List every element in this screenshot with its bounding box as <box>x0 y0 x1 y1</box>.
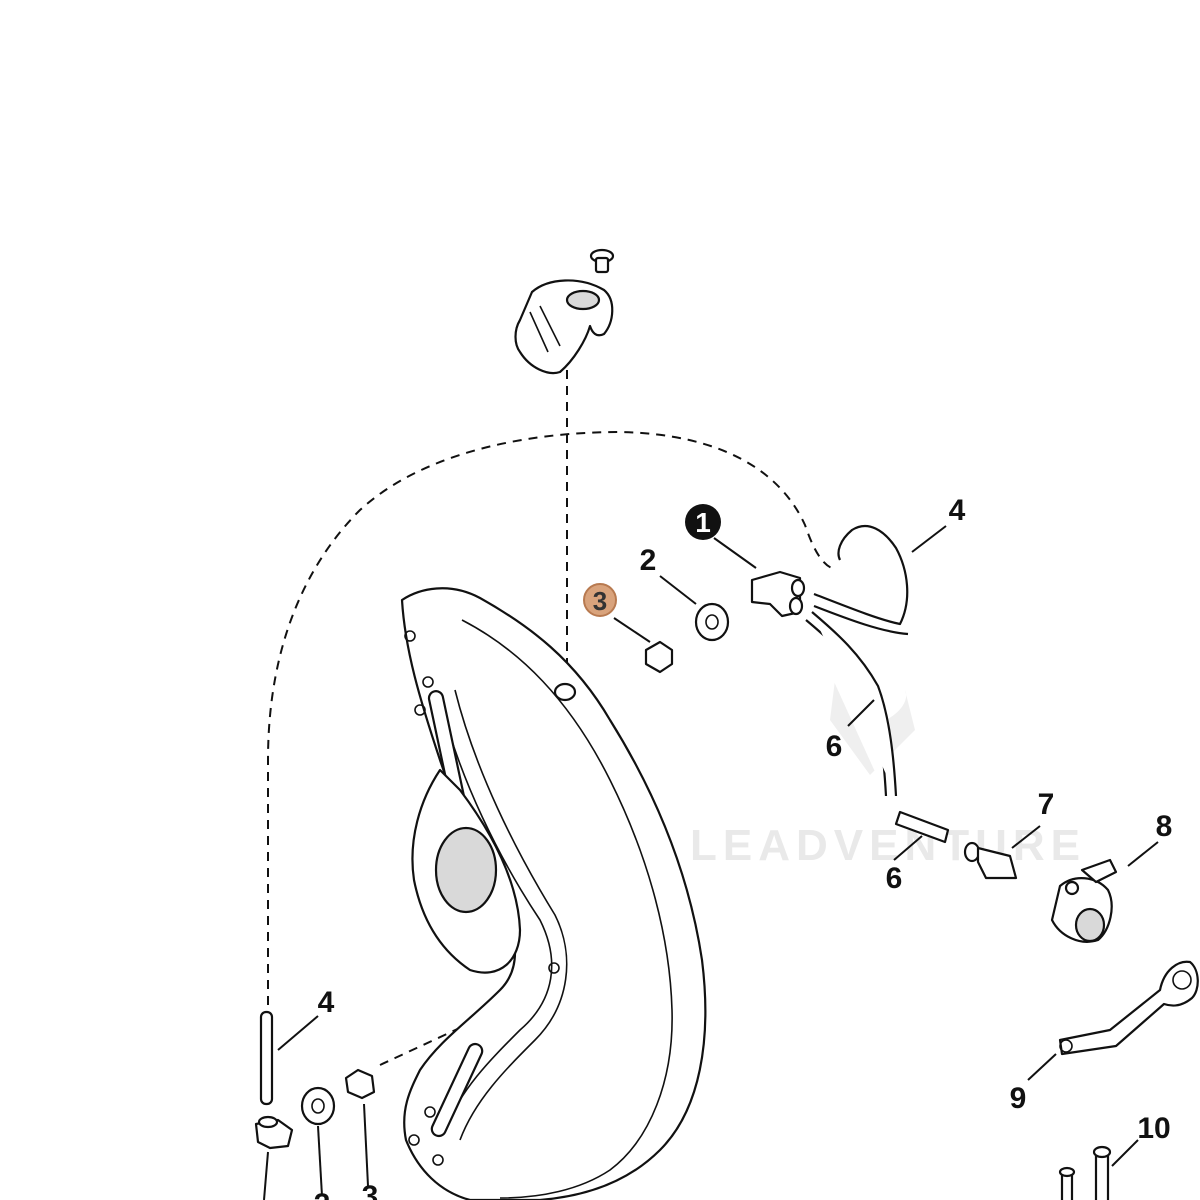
valve-part <box>1050 858 1118 943</box>
screw-part <box>589 248 615 274</box>
callout-4-upper[interactable]: 4 <box>949 494 966 527</box>
callout-3-lower[interactable]: 3 <box>362 1180 379 1200</box>
callout-10[interactable]: 10 <box>1137 1112 1170 1145</box>
callout-9[interactable]: 9 <box>1010 1082 1027 1115</box>
callout-label: 1 <box>695 507 711 538</box>
callout-badge-dark <box>685 504 721 540</box>
clamp-bracket-part <box>514 279 614 375</box>
callout-7[interactable]: 7 <box>1038 788 1055 821</box>
leader-lines <box>263 525 1159 1200</box>
callout-1[interactable]: 1 <box>685 504 721 540</box>
washer-part-lower <box>300 1086 336 1126</box>
callout-2[interactable]: 2 <box>640 544 657 577</box>
callout-4-lower[interactable]: 4 <box>318 986 335 1019</box>
callout-8[interactable]: 8 <box>1156 810 1173 843</box>
hose-part-long <box>805 611 898 797</box>
hex-nut-part <box>644 640 674 674</box>
callout-3-highlighted[interactable]: 3 <box>583 583 617 617</box>
callout-label: 3 <box>593 586 607 616</box>
callout-2-lower[interactable]: 2 <box>314 1188 331 1200</box>
bolt-parts <box>1058 1145 1112 1200</box>
callout-6-short-hose[interactable]: 6 <box>886 862 903 895</box>
washer-part <box>694 602 730 642</box>
blade-guard-part <box>400 587 707 1200</box>
callout-badge-highlight <box>583 583 617 617</box>
bracket-part <box>1058 960 1199 1056</box>
hose-part-lower <box>259 1010 274 1106</box>
hose-part-short <box>894 810 950 844</box>
fitting-part <box>963 841 1018 880</box>
callout-6-long-hose[interactable]: 6 <box>826 730 843 763</box>
elbow-connector-part <box>750 570 806 618</box>
elbow-connector-part-lower <box>254 1115 294 1150</box>
hose-part-upper <box>813 524 909 636</box>
hex-nut-part-lower <box>344 1068 376 1100</box>
